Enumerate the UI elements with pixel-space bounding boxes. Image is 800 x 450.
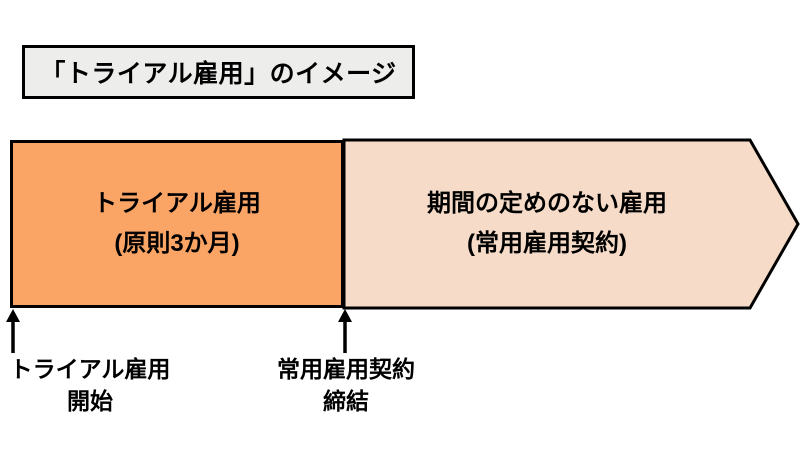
permanent-segment-arrow-shape <box>342 138 800 310</box>
marker-trial-start-line2: 開始 <box>67 388 113 414</box>
marker-trial-start-label: トライアル雇用 開始 <box>0 353 180 417</box>
up-arrow-icon <box>338 309 352 353</box>
marker-trial-start-line1: トライアル雇用 <box>9 356 171 382</box>
permanent-segment-line1: 期間の定めのない雇用 <box>427 190 667 217</box>
trial-period-segment: トライアル雇用 (原則3か月) <box>10 140 344 308</box>
trial-segment-line1: トライアル雇用 <box>93 190 261 217</box>
marker-contract-conclusion-label: 常用雇用契約 締結 <box>256 353 436 417</box>
diagram-title: 「トライアル雇用」のイメージ <box>40 60 397 88</box>
up-arrow-icon <box>6 309 20 353</box>
permanent-segment-line2: (常用雇用契約) <box>467 230 627 257</box>
diagram-title-box: 「トライアル雇用」のイメージ <box>22 45 415 99</box>
marker-contract-conclusion-line2: 締結 <box>323 388 369 414</box>
permanent-segment-label: 期間の定めのない雇用 (常用雇用契約) <box>344 140 750 308</box>
right-arrow-pentagon <box>342 138 800 310</box>
trial-segment-line2: (原則3か月) <box>114 230 240 257</box>
marker-contract-conclusion-line1: 常用雇用契約 <box>277 356 415 382</box>
